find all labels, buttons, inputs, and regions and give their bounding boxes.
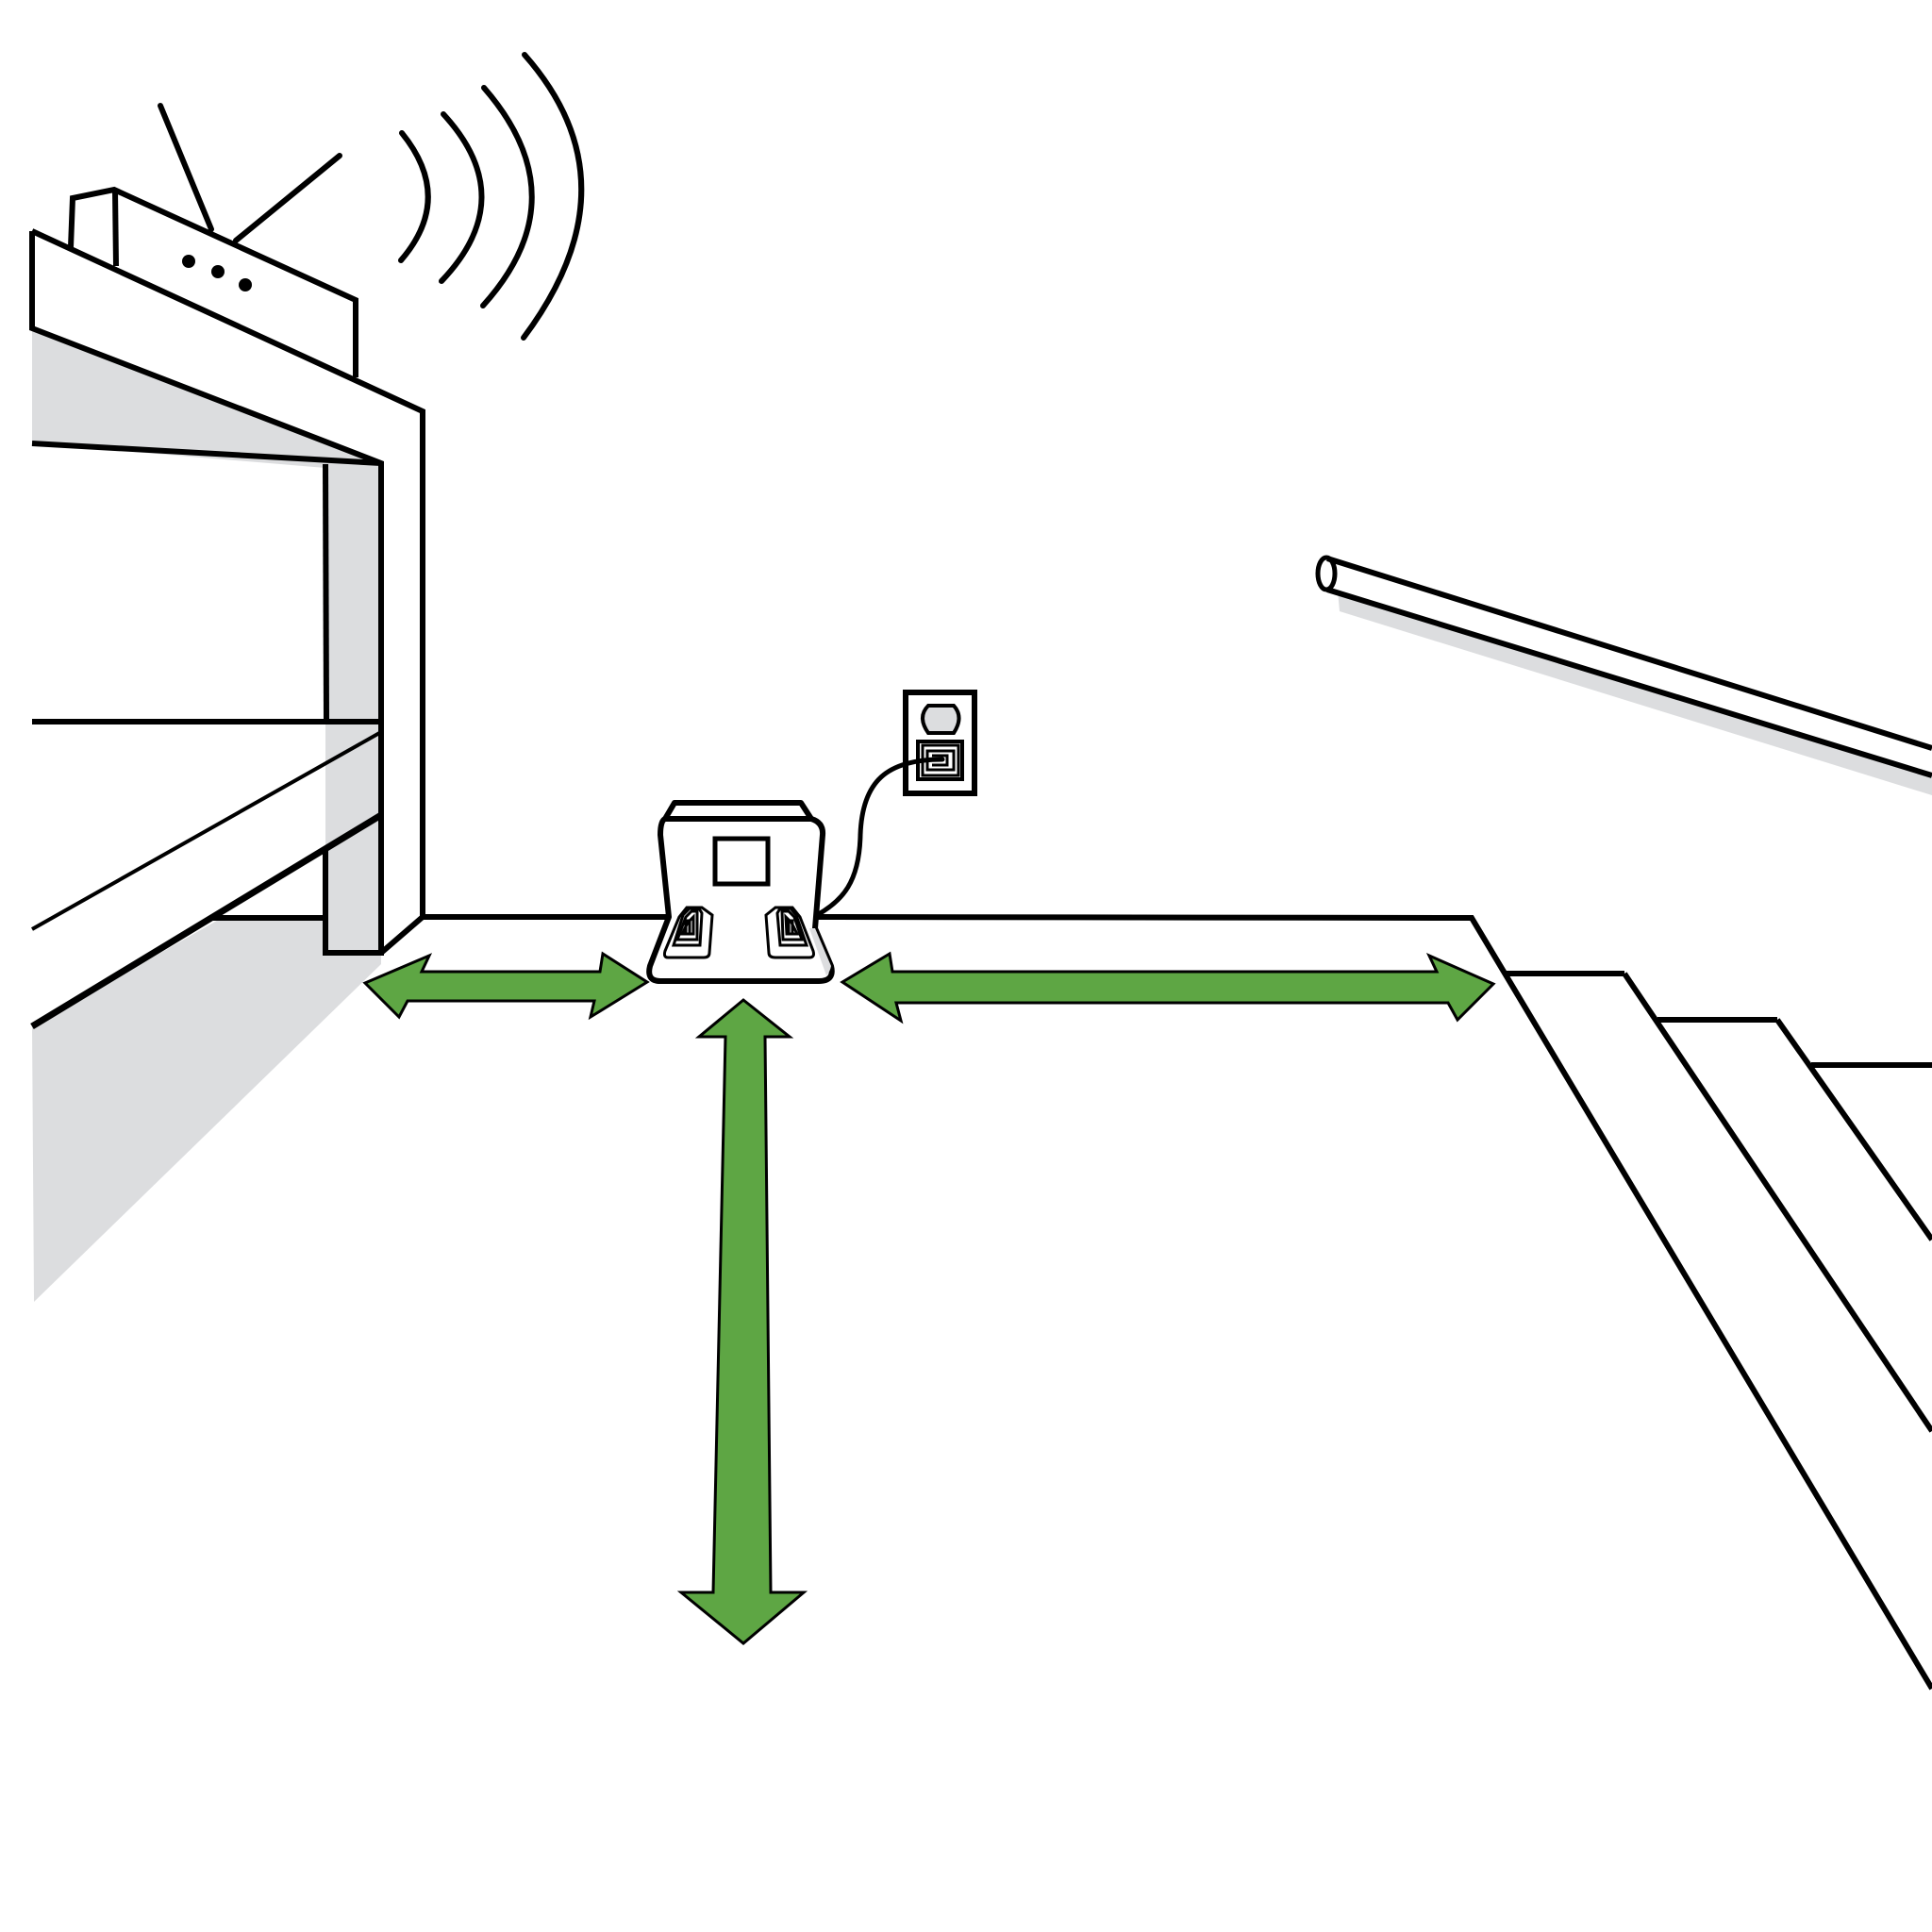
outlet-plate [903,690,977,796]
shelf-top-edge [30,228,425,917]
dock-contact-left [662,906,714,959]
router-body [68,186,358,377]
clearance-arrow-left-icon [362,951,650,1021]
clearance-arrows [362,951,1496,1645]
stair-handrail [1315,555,1932,778]
dock-display-panel [712,836,771,887]
handrail-bottom [1326,587,1932,778]
wifi-wave-2 [439,111,485,284]
outlet-socket-top [921,704,961,735]
shelf-post [323,463,329,723]
dock-contact-shadow [809,928,831,975]
router-icon [68,103,358,377]
wall-baseline [423,914,1932,1690]
handrail-end-cap [1315,555,1338,592]
staircase [1506,971,1932,1433]
shelf-diagonal-upper [31,730,382,931]
router-antenna-left [158,103,214,232]
stair-riser-1 [1622,972,1932,1433]
clearance-arrow-front-icon [676,998,808,1645]
wall-outlet-icon [903,690,977,796]
wifi-wave-1 [398,130,431,263]
router-led-2 [211,265,225,278]
shadows [32,328,1932,1302]
router-antenna-right [233,153,342,243]
clearance-arrow-right-icon [840,951,1496,1024]
handrail-top [1326,556,1932,751]
shelf-furniture [29,228,425,1029]
router-edge [112,190,119,267]
shelf-inner-line [31,441,382,466]
shelf-foot [379,914,425,956]
charging-dock-icon [646,800,835,984]
plug-head [921,743,960,777]
router-led-3 [239,278,252,291]
rail-shadow [1338,591,1932,795]
wifi-wave-4 [521,52,585,341]
power-cord-icon [814,757,945,918]
dock-contact-right [764,906,815,959]
furniture-shadow-floor [32,918,381,1302]
router-led-1 [182,255,195,268]
wifi-wave-3 [480,85,535,308]
wifi-signal-icon [398,52,585,341]
baseline-right [816,914,1932,1690]
stair-riser-2 [1774,1018,1932,1241]
